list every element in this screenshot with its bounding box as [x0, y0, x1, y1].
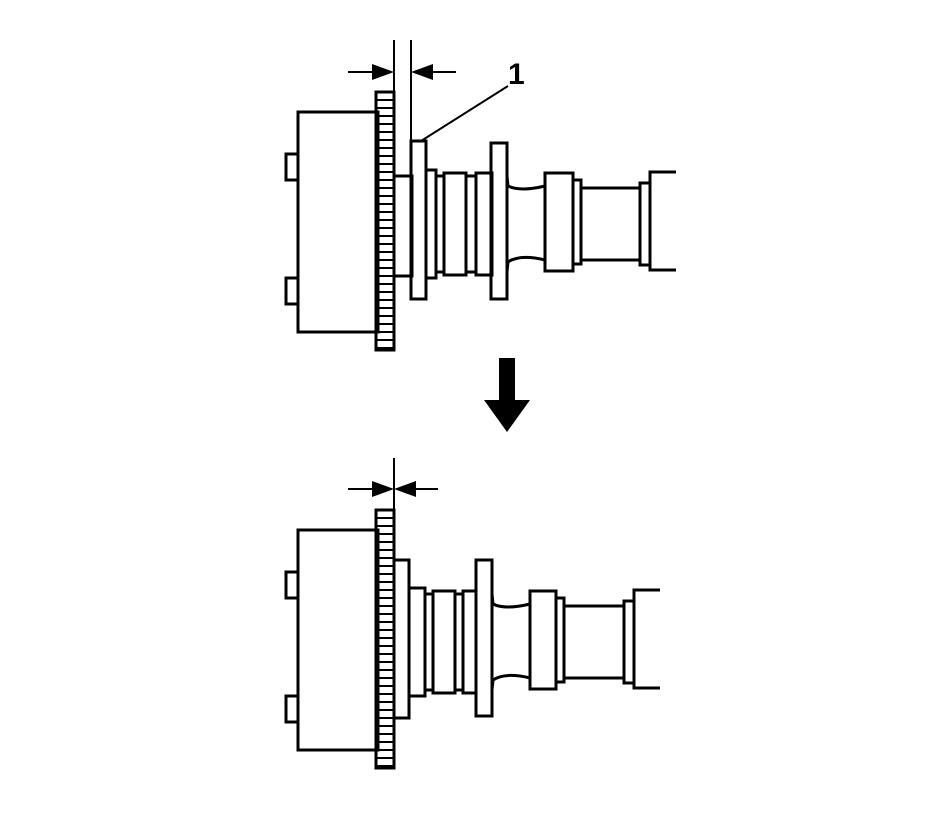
- bottom-journal-e: [461, 589, 478, 695]
- top-housing-boss-lower: [284, 276, 300, 306]
- bottom-shaft-end: [632, 588, 660, 690]
- callout-label: 1: [508, 58, 525, 91]
- bottom-shaft-body: [564, 604, 626, 680]
- top-dimension-arrow-icon: [348, 64, 456, 80]
- top-shaft-neck: [505, 175, 547, 273]
- bottom-cam-lobe: [528, 589, 558, 691]
- bottom-thrust-flange: [474, 558, 494, 718]
- top-housing-boss-upper: [284, 152, 300, 182]
- callout-leader-line: [420, 85, 509, 142]
- top-lobe-step: [571, 178, 583, 266]
- top-shaft-end: [648, 170, 676, 272]
- bottom-housing-boss-upper: [284, 570, 300, 600]
- top-thrust-flange: [489, 141, 509, 301]
- top-actuator-housing: [296, 110, 380, 334]
- bottom-dimension-arrow-icon: [348, 481, 438, 497]
- top-cam-lobe: [543, 171, 575, 273]
- bottom-actuator-housing: [296, 528, 380, 752]
- bottom-shaft-neck: [490, 593, 532, 691]
- down-arrow-icon: [484, 358, 530, 432]
- top-sprocket: [374, 90, 396, 352]
- bottom-hub: [392, 558, 411, 720]
- bottom-housing-boss-lower: [284, 694, 300, 724]
- top-journal-c: [442, 171, 468, 277]
- top-hub: [392, 174, 414, 278]
- bottom-journal-c: [431, 589, 457, 695]
- bottom-journal-a: [407, 586, 427, 698]
- top-shaft-body: [581, 186, 642, 262]
- bottom-assembly: [284, 458, 660, 770]
- bottom-lobe-step: [554, 596, 566, 684]
- top-assembly: 1: [284, 40, 676, 352]
